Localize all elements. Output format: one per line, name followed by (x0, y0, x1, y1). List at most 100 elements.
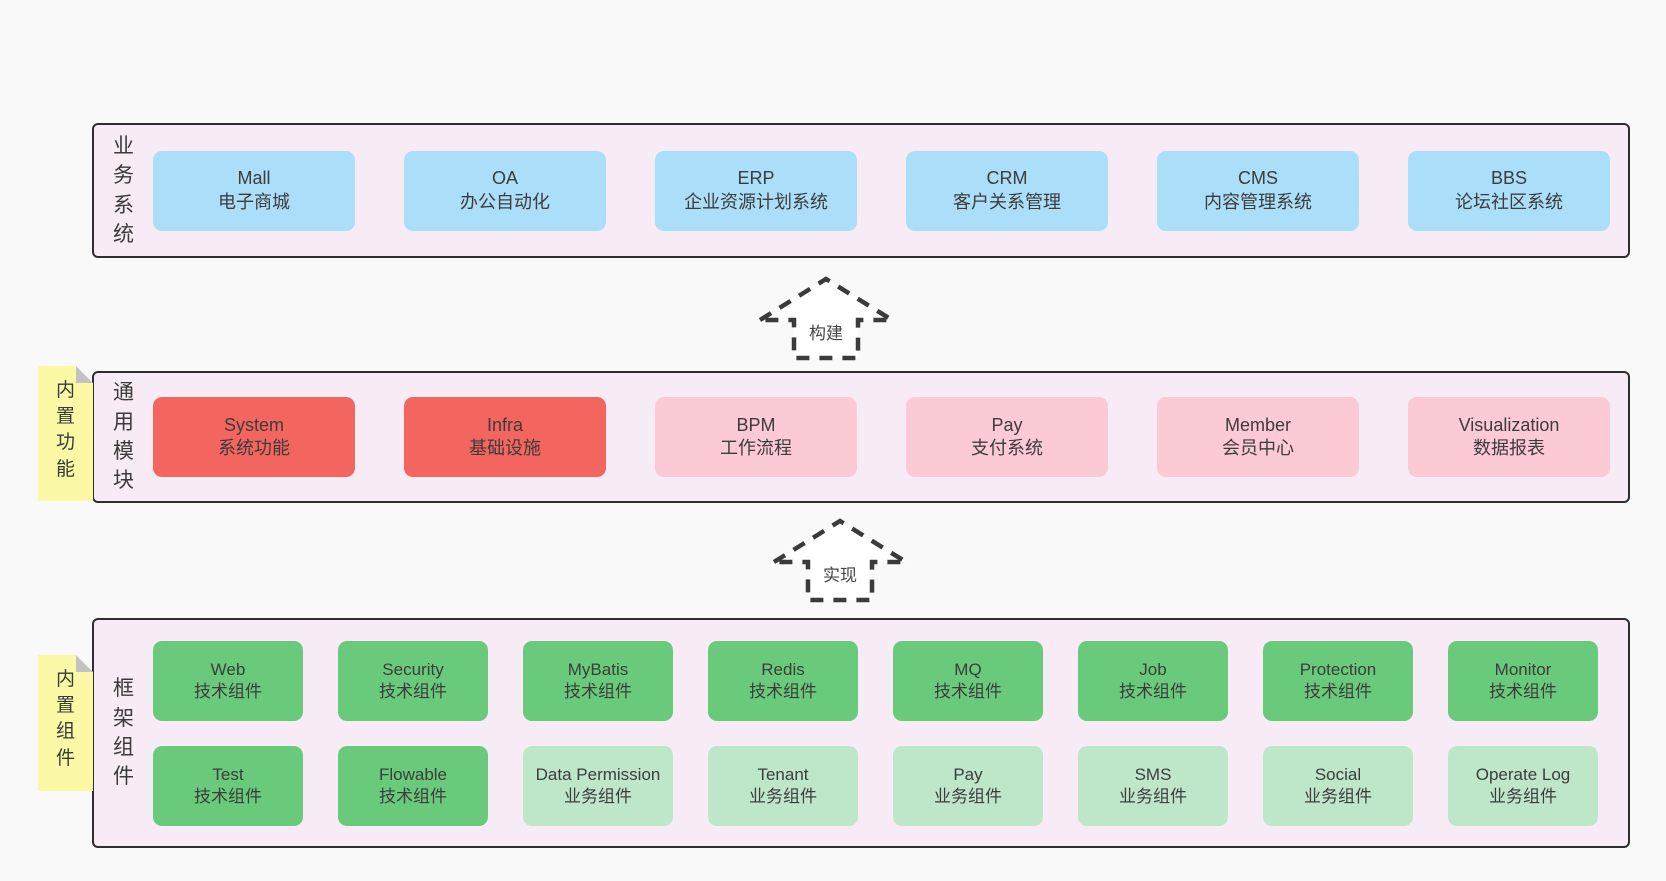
layer-label-business-systems: 业务系统 (113, 134, 134, 246)
module-box-title: System (223, 414, 284, 435)
sticky-fold-corner-icon (76, 366, 93, 383)
module-box-subtitle: 电子商城 (218, 191, 290, 212)
sticky-note-built-in-components: 内置组件 (38, 655, 93, 791)
layer-label-common-modules: 通用模块 (113, 381, 134, 493)
build-arrow-label: 构建 (806, 319, 846, 344)
module-box-subtitle: 会员中心 (1222, 438, 1294, 458)
module-box-subtitle: 论坛社区系统 (1455, 191, 1563, 212)
module-box-subtitle: 技术组件 (1489, 681, 1557, 701)
module-box-subtitle: 办公自动化 (460, 191, 550, 212)
module-box-title: Pay (991, 414, 1023, 435)
module-box-title: ERP (737, 168, 775, 189)
module-box-system: System 系统功能 (153, 397, 355, 477)
module-box-title: Flowable (378, 764, 448, 784)
module-box-subtitle: 业务组件 (564, 786, 632, 806)
module-box-subtitle: 业务组件 (934, 786, 1002, 806)
module-box-title: Job (1139, 659, 1167, 679)
module-box-subtitle: 内容管理系统 (1204, 191, 1312, 212)
module-box-title: Test (212, 764, 244, 784)
layer-label-column: 框架组件 (94, 620, 153, 846)
sticky-note-text: 内置组件 (55, 669, 75, 769)
module-box-subtitle: 技术组件 (194, 681, 262, 701)
dashed-up-arrow-icon (752, 276, 900, 361)
implement-arrow-label: 实现 (820, 561, 860, 586)
module-box-title: CMS (1238, 168, 1278, 189)
module-box-title: Security (382, 659, 444, 679)
module-box-pay: Pay 支付系统 (906, 397, 1108, 477)
module-box-title: Pay (953, 764, 983, 784)
module-box-subtitle: 支付系统 (971, 438, 1043, 458)
module-box-subtitle: 技术组件 (564, 681, 632, 701)
layer-label-column: 通用模块 (94, 373, 153, 501)
module-box-title: CRM (986, 168, 1028, 189)
module-box-title: Infra (486, 414, 524, 435)
sticky-note-text: 内置功能 (55, 380, 75, 480)
module-box-subtitle: 技术组件 (1304, 681, 1372, 701)
module-box-title: Visualization (1458, 414, 1560, 435)
module-box-title: Social (1314, 764, 1362, 784)
module-box-subtitle: 业务组件 (1304, 786, 1372, 806)
module-box-bpm: BPM 工作流程 (655, 397, 857, 477)
module-box-subtitle: 业务组件 (1489, 786, 1557, 806)
module-box-subtitle: 技术组件 (749, 681, 817, 701)
sticky-fold-corner-icon (76, 655, 93, 672)
module-box-member: Member 会员中心 (1157, 397, 1359, 477)
module-box-title: OA (491, 168, 518, 189)
dashed-up-arrow-icon (766, 518, 914, 603)
module-box-title: Member (1224, 414, 1291, 435)
module-box-title: BPM (736, 414, 776, 435)
module-box-subtitle: 业务组件 (749, 786, 817, 806)
module-box-subtitle: 客户关系管理 (953, 191, 1061, 212)
module-box-title: Monitor (1494, 659, 1552, 679)
module-box-title: Redis (761, 659, 805, 679)
module-box-title: Data Permission (535, 764, 661, 784)
module-box-subtitle: 技术组件 (379, 681, 447, 701)
module-box-title: MyBatis (567, 659, 629, 679)
module-box-title: BBS (1490, 168, 1528, 189)
build-arrow: 构建 (752, 275, 900, 361)
module-box-subtitle: 系统功能 (218, 438, 290, 458)
module-box-title: Mall (237, 168, 271, 189)
module-box-subtitle: 技术组件 (1119, 681, 1187, 701)
sticky-note-built-in-features: 内置功能 (38, 366, 93, 501)
module-box-title: Operate Log (1475, 764, 1571, 784)
module-box-subtitle: 企业资源计划系统 (684, 191, 828, 212)
module-box-subtitle: 工作流程 (720, 438, 792, 458)
module-box-subtitle: 技术组件 (934, 681, 1002, 701)
module-box-title: Protection (1299, 659, 1377, 679)
module-box-title: MQ (954, 659, 982, 679)
implement-arrow: 实现 (766, 517, 914, 603)
module-box-title: SMS (1134, 764, 1172, 784)
layer-common-modules: 通用模块 System 系统功能 Infra 基础设施 BPM 工作流程 Pay 支付系统 Me… (92, 371, 1630, 503)
layer-label-column: 业务系统 (94, 125, 153, 256)
module-box-subtitle: 基础设施 (469, 438, 541, 458)
